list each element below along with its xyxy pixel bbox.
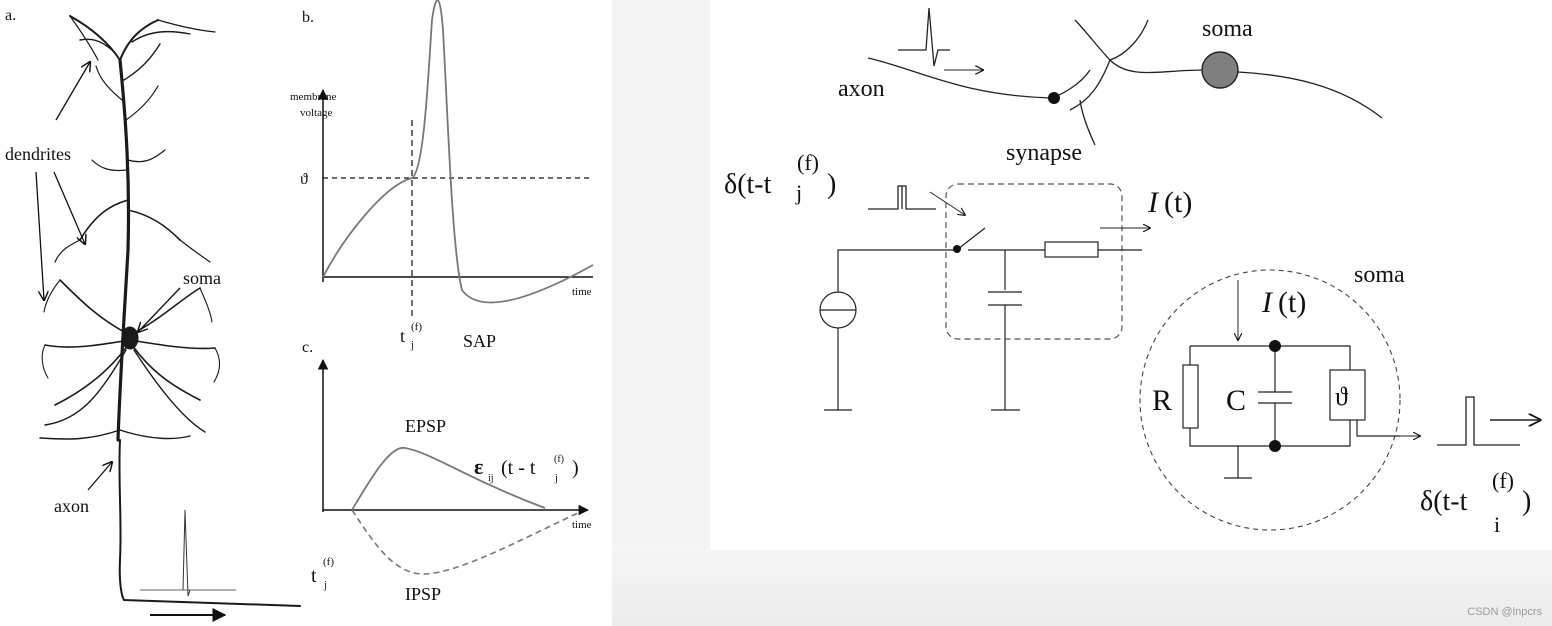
svg-text:ij: ij [488, 473, 494, 484]
svg-text:(f): (f) [797, 150, 819, 175]
plot-b-ylabel-line2: voltage [300, 107, 332, 119]
watermark: CSDN @lnpcrs [1467, 606, 1542, 618]
soma-circuit-boundary [1139, 269, 1401, 531]
synapse-dot [1048, 92, 1060, 104]
soma-node-bottom [1269, 440, 1281, 452]
svg-text:δ(t-t: δ(t-t [1420, 486, 1468, 517]
svg-text:(f): (f) [411, 321, 422, 333]
current-label-2: I (t) [1261, 286, 1306, 319]
resistor-label: R [1152, 384, 1172, 417]
svg-text:I: I [1147, 186, 1160, 219]
svg-text:): ) [1522, 486, 1531, 517]
svg-text:): ) [827, 169, 836, 200]
label-b: b. [302, 9, 314, 26]
svg-text:(t): (t) [1278, 286, 1306, 319]
plot-b-threshold-symbol: ϑ [300, 171, 308, 188]
svg-text:): ) [572, 457, 579, 479]
plot-b-action-potential-curve [322, 0, 594, 304]
soma-label-circuit: soma [1354, 262, 1405, 288]
axon-label-left: axon [54, 496, 89, 516]
threshold-label: ϑ [1335, 382, 1348, 411]
svg-text:(f): (f) [554, 454, 564, 465]
label-a: a. [5, 7, 16, 24]
background-gap [612, 0, 710, 626]
plot-c-xlabel: time [572, 519, 592, 531]
delta-input-label: δ(t-t (f) j ) [724, 150, 836, 205]
dendrites-label: dendrites [5, 144, 71, 164]
svg-text:j: j [795, 180, 802, 205]
plot-c-epsp-curve [351, 447, 546, 511]
plot-b-sap-label: SAP [463, 331, 496, 351]
svg-text:(f): (f) [1492, 468, 1514, 493]
plot-b-tick-tj: t j (f) [400, 321, 422, 351]
circuit-figure-panel [710, 0, 1552, 550]
dendrites-arrow-top [55, 62, 90, 121]
delta-output-label: δ(t-t (f) i ) [1420, 468, 1531, 537]
svg-text:t: t [311, 565, 317, 587]
synapse-circuit [819, 227, 1142, 411]
svg-text:t: t [400, 326, 405, 346]
axon-spike-trace [140, 509, 236, 597]
dendrites-arrow-low [35, 171, 44, 300]
output-pulse-icon [1437, 396, 1520, 446]
input-pulse-arrow [929, 191, 965, 215]
top-spike-icon [898, 7, 950, 67]
svg-text:ε: ε [474, 454, 483, 479]
svg-text:I: I [1261, 286, 1274, 319]
input-pulse-icon [868, 185, 936, 210]
svg-text:(t - t: (t - t [501, 457, 536, 479]
soma-label-left: soma [183, 268, 221, 288]
svg-text:δ(t-t: δ(t-t [724, 169, 772, 200]
soma-arrow [138, 287, 181, 332]
capacitor-label: C [1226, 384, 1246, 417]
svg-text:j: j [554, 473, 558, 484]
plot-c-epsp-label: EPSP [405, 416, 446, 436]
axon-arrow [87, 462, 112, 491]
svg-text:(t): (t) [1164, 186, 1192, 219]
soma-node-top [1269, 340, 1281, 352]
plot-c-tick-tj: t j (f) [311, 556, 334, 591]
switch-pivot [953, 245, 961, 253]
neuron-drawing [39, 15, 301, 607]
soma-label-top: soma [1202, 16, 1253, 42]
plot-c-kernel-label: ε ij (t - t j (f) ) [474, 454, 579, 484]
top-neuron-sketch [867, 19, 1383, 146]
plot-b-ylabel-line1: membrane [290, 91, 337, 103]
current-label-1: I (t) [1147, 186, 1192, 219]
neuron-figure-panel [0, 0, 612, 626]
plot-b-xlabel: time [572, 286, 592, 298]
soma-circuit [1182, 345, 1400, 479]
top-soma-circle [1201, 51, 1239, 89]
svg-text:(f): (f) [323, 556, 334, 568]
svg-text:j: j [410, 339, 414, 351]
synapse-label: synapse [1006, 140, 1082, 166]
svg-text:i: i [1494, 512, 1500, 537]
dendrites-arrow-mid [53, 171, 85, 244]
synapse-box [945, 183, 1123, 340]
plot-c-ipsp-label: IPSP [405, 584, 441, 604]
axon-label-right: axon [838, 76, 885, 102]
label-c: c. [302, 339, 313, 356]
plot-c-ipsp-curve [351, 509, 581, 575]
svg-text:j: j [323, 579, 327, 591]
background-bottom [612, 550, 1552, 626]
